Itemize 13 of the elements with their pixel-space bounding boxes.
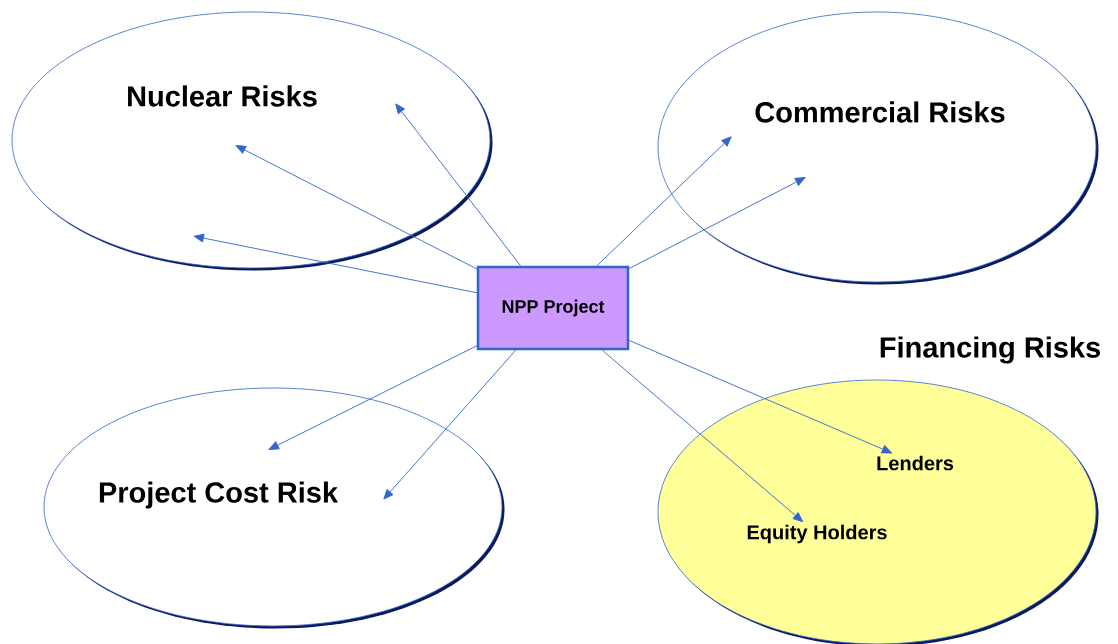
arrow <box>628 340 893 454</box>
party-label: Lenders <box>877 455 954 471</box>
arrow <box>383 349 517 500</box>
party-label: Equity Holders <box>747 524 887 544</box>
project-box: NPP Project <box>476 265 630 351</box>
arrow <box>601 349 804 523</box>
arrow <box>268 345 478 450</box>
arrow <box>235 145 478 270</box>
arrow <box>395 103 521 267</box>
node-label: Financing Risks <box>880 336 1100 364</box>
arrow <box>596 136 732 267</box>
arrow <box>628 177 806 269</box>
arrow <box>193 233 478 294</box>
